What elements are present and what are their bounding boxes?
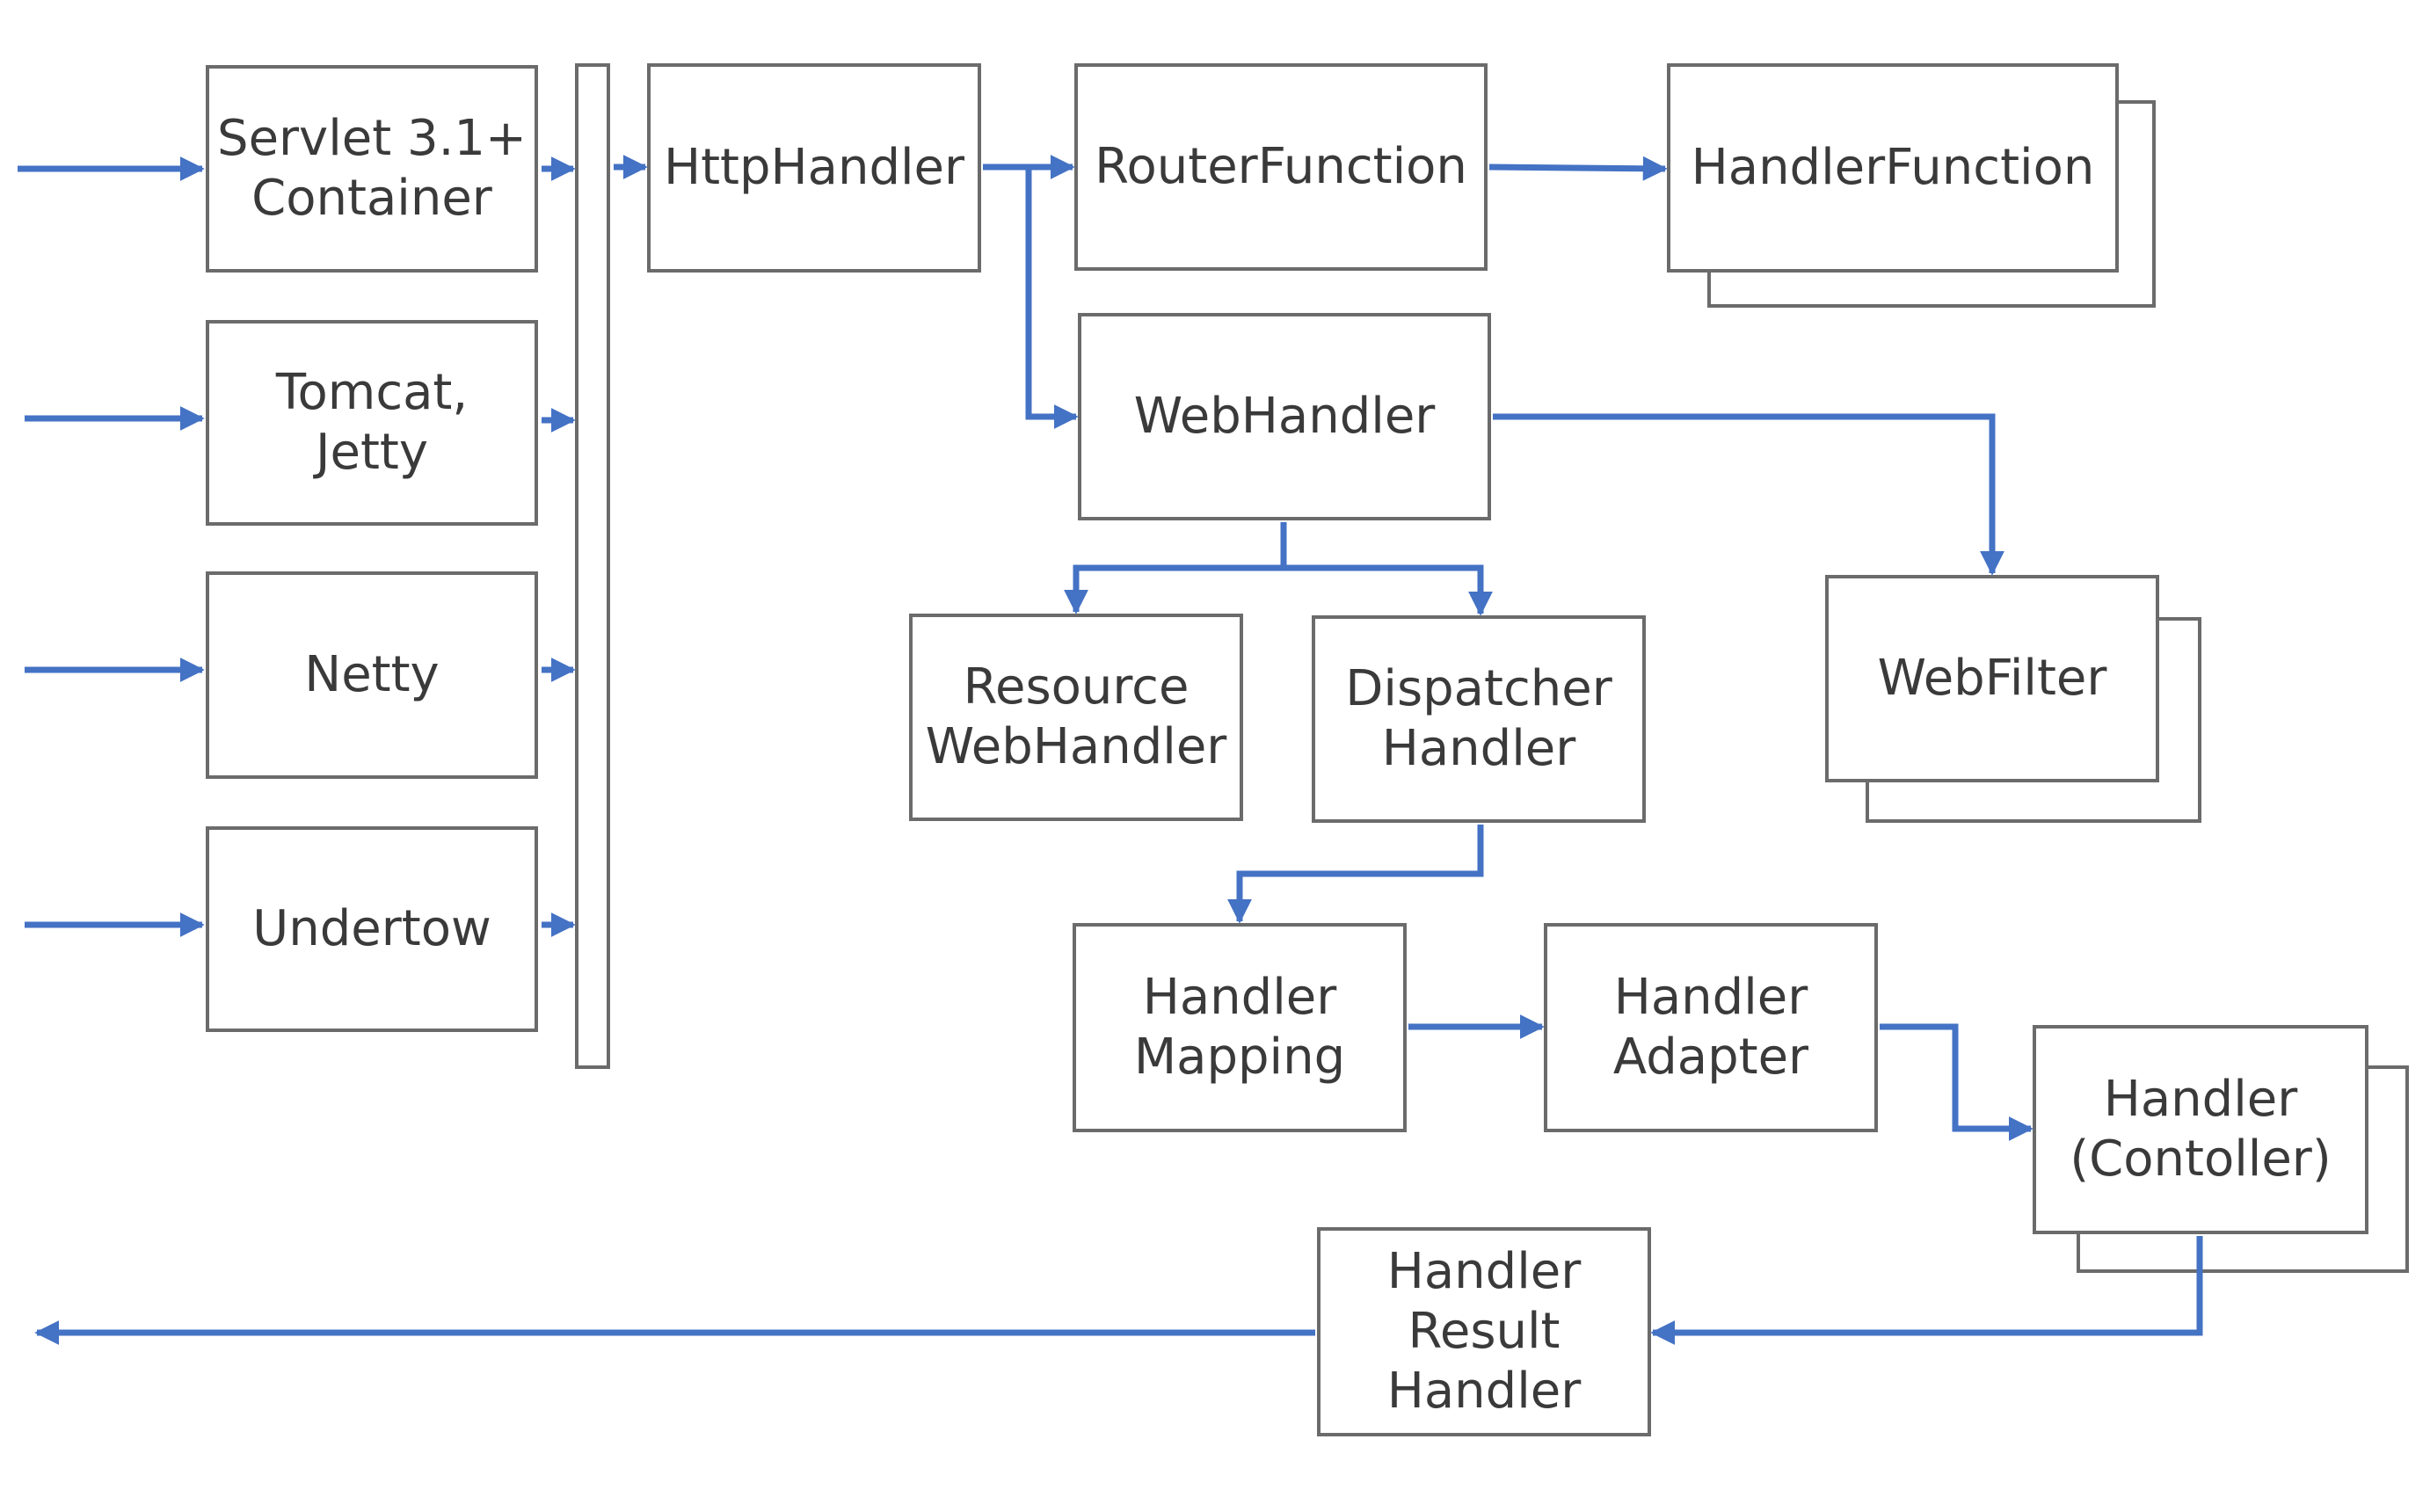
router-function-box: RouterFunction <box>1074 63 1488 271</box>
http-handler-label: HttpHandler <box>663 139 965 196</box>
web-filter-box: WebFilter <box>1825 575 2159 782</box>
netty-box: Netty <box>206 571 538 779</box>
handler-function-box: HandlerFunction <box>1667 63 2119 273</box>
arrow-web-handler-to-web-filter <box>1493 413 2004 576</box>
handler-result-handler-label-line-2: Result <box>1408 1303 1561 1360</box>
servlet-container-label-line-1: Servlet 3.1+ <box>217 110 527 167</box>
adapter-bus-bar <box>575 63 610 1069</box>
handler-result-handler-label-line-3: Handler <box>1386 1363 1582 1420</box>
arrow-router-function-to-handler-function <box>1488 156 1668 181</box>
arrow-web-handler-to-dispatcher-handler <box>1284 564 1493 616</box>
handler-function-label: HandlerFunction <box>1691 139 2095 196</box>
router-function-label: RouterFunction <box>1095 138 1467 195</box>
dispatcher-handler-box: Dispatcher Handler <box>1312 615 1646 823</box>
handler-result-handler-box: Handler Result Handler <box>1317 1227 1651 1436</box>
tomcat-jetty-box: Tomcat, Jetty <box>206 320 538 526</box>
netty-label: Netty <box>304 646 440 703</box>
http-handler-box: HttpHandler <box>647 63 981 273</box>
arrow-web-handler-to-resource-web-handler <box>1064 522 1287 614</box>
web-handler-box: WebHandler <box>1078 313 1491 520</box>
resource-web-handler-label-line-2: WebHandler <box>925 718 1227 775</box>
tomcat-jetty-label-line-1: Tomcat, <box>275 364 469 421</box>
web-filter-label: WebFilter <box>1877 650 2107 707</box>
web-handler-label: WebHandler <box>1133 388 1436 445</box>
undertow-box: Undertow <box>206 826 538 1032</box>
dispatcher-handler-label-line-2: Handler <box>1381 720 1576 777</box>
handler-controller-label-line-2: (Contoller) <box>2070 1130 2332 1188</box>
servlet-container-box: Servlet 3.1+ Container <box>206 65 538 273</box>
arrow-http-handler-to-web-handler <box>1025 167 1079 429</box>
servlet-container-label-line-2: Container <box>251 170 492 227</box>
handler-controller-box: Handler (Contoller) <box>2033 1025 2368 1234</box>
handler-controller-label-line-1: Handler <box>2103 1071 2298 1128</box>
handler-mapping-box: Handler Mapping <box>1073 923 1407 1132</box>
undertow-label: Undertow <box>252 900 491 957</box>
resource-web-handler-label-line-1: Resource <box>963 658 1190 716</box>
arrow-handler-adapter-to-controller <box>1880 1023 2033 1141</box>
dispatcher-handler-label-line-1: Dispatcher <box>1345 660 1612 717</box>
arrow-controller-to-result-handler <box>1650 1236 2203 1345</box>
arrow-dispatcher-to-handler-mapping <box>1227 825 1484 924</box>
handler-adapter-box: Handler Adapter <box>1544 923 1878 1132</box>
handler-result-handler-label-line-1: Handler <box>1386 1243 1582 1300</box>
handler-adapter-label-line-1: Handler <box>1613 969 1808 1026</box>
handler-mapping-label-line-2: Mapping <box>1133 1029 1346 1086</box>
handler-adapter-label-line-2: Adapter <box>1612 1029 1809 1086</box>
tomcat-jetty-label-line-2: Jetty <box>315 424 429 481</box>
handler-mapping-label-line-1: Handler <box>1142 969 1337 1026</box>
resource-web-handler-box: Resource WebHandler <box>909 614 1243 821</box>
